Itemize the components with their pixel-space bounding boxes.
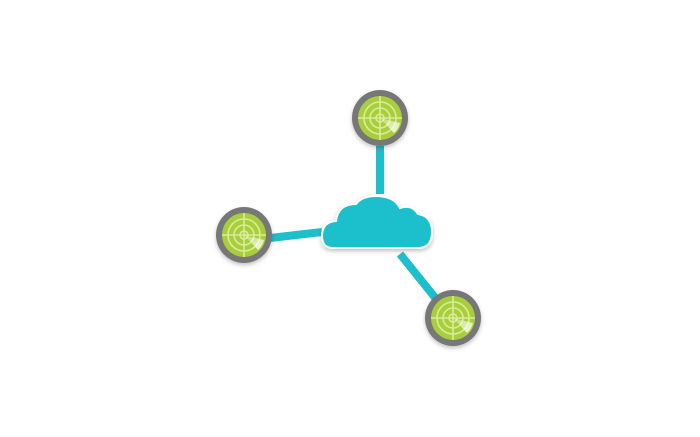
radar-sweep bbox=[244, 235, 264, 250]
radar-icon bbox=[216, 207, 272, 263]
radar-sweep bbox=[453, 318, 473, 333]
nodes bbox=[216, 90, 481, 346]
radar-sweep bbox=[380, 118, 400, 133]
cloud-icon bbox=[320, 194, 434, 249]
radar-icon bbox=[352, 90, 408, 146]
radar-icon bbox=[425, 290, 481, 346]
cloud-shape bbox=[320, 194, 434, 249]
links bbox=[269, 146, 441, 303]
link-line bbox=[269, 228, 323, 242]
link-line bbox=[396, 251, 441, 303]
